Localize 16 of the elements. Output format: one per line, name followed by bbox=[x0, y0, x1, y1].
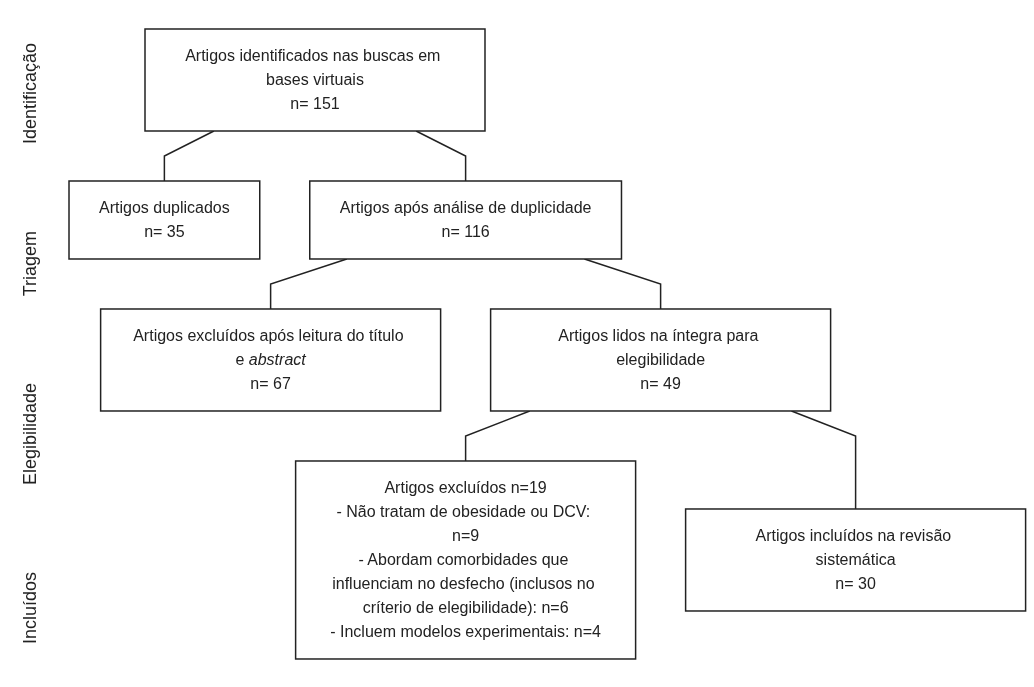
connector bbox=[464, 409, 531, 462]
connector bbox=[163, 129, 215, 182]
node-box: Artigos lidos na íntegra para elegibilidade n= 49 bbox=[489, 307, 832, 412]
stage-label: Identificação bbox=[19, 43, 41, 145]
node-box: Artigos duplicados n= 35 bbox=[67, 179, 261, 260]
connector bbox=[790, 409, 857, 510]
node-box: Artigos identificados nas buscas em bases virtuais n= 151 bbox=[143, 27, 486, 132]
node-box: Artigos incluídos na revisão sistemática n= 30 bbox=[684, 507, 1027, 612]
stage-label: Incluídos bbox=[19, 571, 41, 644]
stage-label: Triagem bbox=[19, 231, 41, 297]
connector bbox=[415, 129, 467, 182]
connector bbox=[269, 257, 348, 310]
node-box: Artigos após análise de duplicidade n= 116 bbox=[308, 179, 622, 260]
stage-label: Elegibilidade bbox=[19, 382, 41, 486]
node-box: Artigos excluídos após leitura do título e abstract n= 67 bbox=[99, 307, 442, 412]
node-box: Artigos excluídos n=19 - Não tratam de obesidade ou DCV: n=9 - Abordam comorbidades que influenciam no desfecho (inclusos no críterio de elegibilidade): n=6 - Incluem modelos experimentais: n=4 bbox=[294, 459, 637, 660]
